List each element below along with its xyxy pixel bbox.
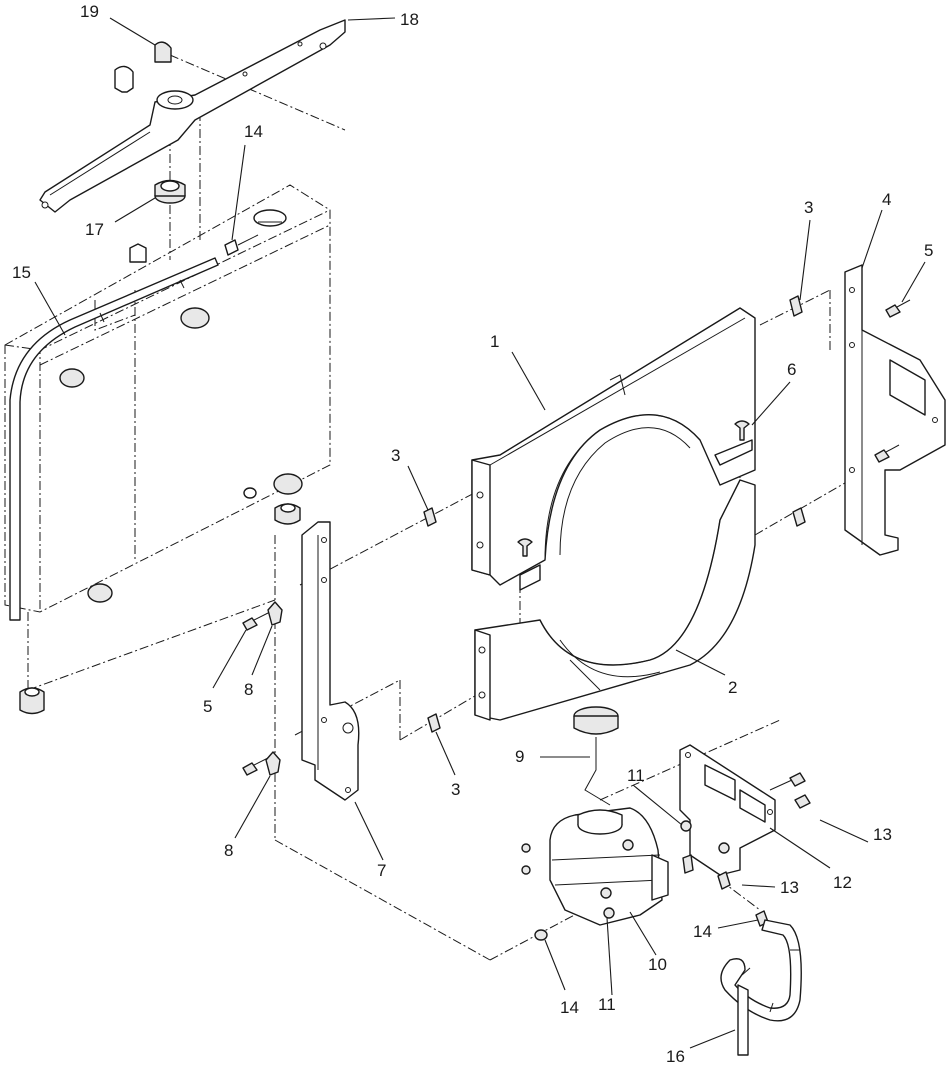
callout-13-upper: 13 xyxy=(873,825,892,844)
callout-8-upper: 8 xyxy=(244,680,253,699)
clip-nut-right-lower xyxy=(792,507,806,527)
callout-3-left-upper: 3 xyxy=(391,446,400,465)
clamp-upper xyxy=(267,601,283,626)
p-clip-a xyxy=(114,41,172,93)
callout-5-left: 5 xyxy=(203,697,212,716)
callout-14-left: 14 xyxy=(560,998,579,1017)
callout-14-top: 14 xyxy=(244,122,263,141)
callout-17: 17 xyxy=(85,220,104,239)
callout-8-lower: 8 xyxy=(224,841,233,860)
callout-19: 19 xyxy=(80,2,99,21)
overflow-hose xyxy=(9,257,219,621)
left-bracket xyxy=(301,521,360,801)
hose-clamp-left xyxy=(534,929,548,941)
callout-14-right: 14 xyxy=(693,922,712,941)
callout-9: 9 xyxy=(515,747,524,766)
callout-1: 1 xyxy=(490,332,499,351)
bolt-left-upper xyxy=(242,611,271,631)
callout-6: 6 xyxy=(787,360,796,379)
clip-nut-left-upper xyxy=(423,507,437,527)
callout-11-lower: 11 xyxy=(598,995,616,1014)
bolt-bracket-lower xyxy=(717,871,731,890)
callout-13-lower: 13 xyxy=(780,878,799,897)
callout-16: 16 xyxy=(666,1047,685,1066)
callout-4: 4 xyxy=(882,190,891,209)
nut-bracket xyxy=(680,820,730,874)
clip-nut-left-lower xyxy=(427,713,441,733)
bolt-right-upper xyxy=(885,299,911,318)
callout-3-left-lower: 3 xyxy=(451,780,460,799)
right-bracket xyxy=(844,264,946,556)
clamp-lower xyxy=(265,751,281,776)
fan-shroud-upper xyxy=(471,307,756,591)
coolant-reservoir xyxy=(521,807,669,926)
grommet-mid xyxy=(274,503,301,525)
reservoir-hose xyxy=(720,919,802,1056)
callouts: 19 18 14 17 15 1 3 4 5 6 3 2 5 8 3 9 11 … xyxy=(12,2,933,1066)
callout-2: 2 xyxy=(728,678,737,697)
callout-3-right: 3 xyxy=(804,198,813,217)
grommet xyxy=(154,179,186,204)
clip-nut-right-upper xyxy=(789,295,803,317)
reservoir-cap xyxy=(573,706,619,806)
hose-clamp-top xyxy=(224,234,259,256)
bolt-bracket-upper xyxy=(769,772,811,809)
push-fastener-b xyxy=(517,538,533,557)
grommet-bottom xyxy=(19,687,45,715)
callout-18: 18 xyxy=(400,10,419,29)
bolt-left-lower xyxy=(242,757,269,776)
callout-11-upper: 11 xyxy=(627,766,645,785)
callout-5-right: 5 xyxy=(924,241,933,260)
leader-lines xyxy=(34,17,926,1049)
callout-10: 10 xyxy=(648,955,667,974)
push-fastener-a xyxy=(734,420,750,441)
fan-shroud-lower xyxy=(474,479,756,721)
callout-15: 15 xyxy=(12,263,31,282)
callout-12: 12 xyxy=(833,873,852,892)
top-support-bar xyxy=(39,19,346,213)
reservoir-bracket xyxy=(679,744,776,876)
callout-7: 7 xyxy=(377,861,386,880)
bolt-right-lower xyxy=(874,444,900,463)
radiator xyxy=(4,184,331,613)
